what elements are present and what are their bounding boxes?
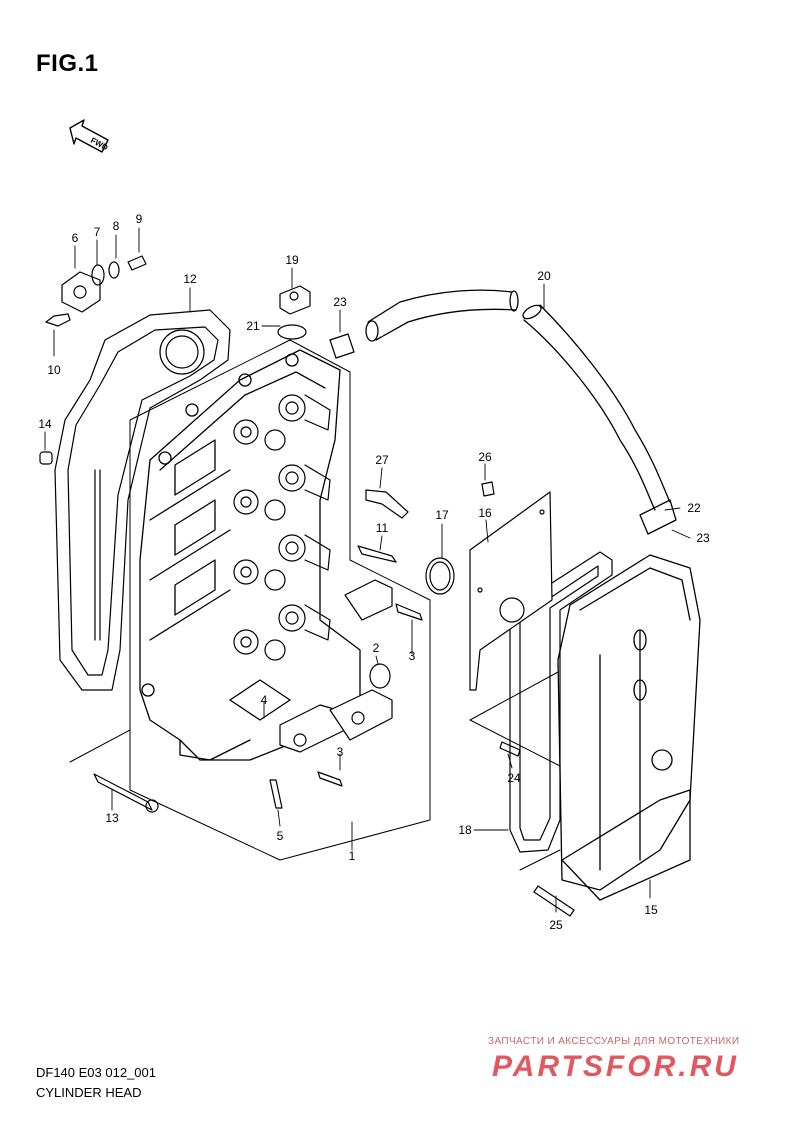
callout-13: 13 [105,811,119,825]
callout-2: 2 [372,641,380,655]
callout-9: 9 [135,212,143,226]
callout-26: 26 [478,450,492,464]
callout-11: 11 [375,521,389,535]
watermark-subtitle: ЗАПЧАСТИ И АКСЕССУАРЫ ДЛЯ МОТОТЕХНИКИ [488,1036,740,1047]
callout-24: 24 [507,771,521,785]
callout-21: 21 [246,319,260,333]
cylinder-head-cover [557,554,701,901]
callout-7: 7 [93,225,101,239]
assembly-guide-lines [69,339,581,871]
camshaft-lobes [233,394,331,661]
callout-23-top: 23 [333,295,347,309]
callout-5: 5 [276,829,284,843]
diagram-name: CYLINDER HEAD [36,1085,142,1100]
callout-18: 18 [458,823,472,837]
callout-27: 27 [375,453,389,467]
forward-direction-arrow-icon: FWD [69,119,110,153]
callout-23-right: 23 [696,531,710,545]
callout-10: 10 [47,363,61,377]
callout-3-lower: 3 [336,745,344,759]
callout-8: 8 [112,219,120,233]
cylinder-head-gasket [54,309,231,691]
callout-19: 19 [285,253,299,267]
figure-title: FIG.1 [36,50,99,77]
watermark-logo: PARTSFOR.RU [492,1050,739,1083]
callout-20: 20 [537,269,551,283]
diagram-code: DF140 E03 012_001 [36,1065,156,1080]
camshaft-caps [279,579,393,753]
callout-leader-lines [44,227,691,913]
callout-14: 14 [38,417,52,431]
breather-plate [469,491,553,691]
callout-1: 1 [348,849,356,863]
callout-4: 4 [260,693,268,707]
callout-12: 12 [183,272,197,286]
cylinder-head-body [139,349,361,761]
callout-6: 6 [71,231,79,245]
small-fasteners [39,255,575,917]
callout-22: 22 [687,501,701,515]
callout-3-upper: 3 [408,649,416,663]
breather-hose [365,289,677,535]
callout-15: 15 [644,903,658,917]
callout-25: 25 [549,918,563,932]
cover-gasket [509,551,613,853]
callout-17: 17 [435,508,449,522]
callout-16: 16 [478,506,492,520]
